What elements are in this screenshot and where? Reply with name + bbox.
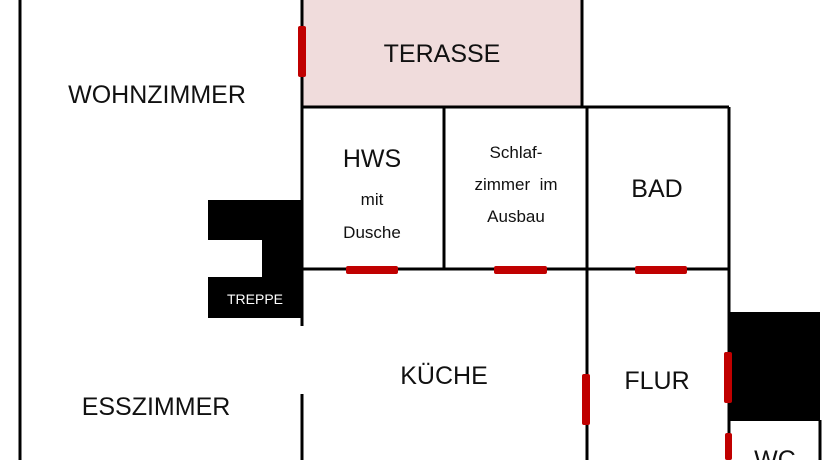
label-hws: HWS bbox=[343, 145, 401, 173]
label-flur: FLUR bbox=[624, 367, 689, 395]
door-schlafzimmer bbox=[494, 266, 547, 274]
label-schlaf-3: Ausbau bbox=[487, 207, 545, 226]
label-schlaf-2: zimmer im bbox=[474, 175, 557, 194]
door-flur-shaft bbox=[724, 352, 732, 403]
stairs bbox=[208, 200, 302, 318]
label-wohnzimmer: WOHNZIMMER bbox=[68, 81, 246, 109]
doors bbox=[298, 26, 732, 460]
label-treppe: TREPPE bbox=[227, 291, 283, 307]
label-schlaf-1: Schlaf- bbox=[490, 143, 543, 162]
label-kueche: KÜCHE bbox=[400, 362, 488, 390]
label-terasse: TERASSE bbox=[384, 40, 501, 68]
shaft-block bbox=[729, 312, 820, 421]
label-wc: WC bbox=[754, 446, 796, 460]
door-wc bbox=[725, 433, 732, 460]
label-hws-sub1: mit bbox=[361, 190, 384, 209]
label-hws-sub2: Dusche bbox=[343, 223, 401, 242]
label-esszimmer: ESSZIMMER bbox=[82, 393, 231, 421]
label-bad: BAD bbox=[631, 175, 682, 203]
door-bad bbox=[635, 266, 687, 274]
door-terrace bbox=[298, 26, 306, 77]
door-kueche-flur bbox=[582, 374, 590, 425]
door-hws bbox=[346, 266, 398, 274]
terrace-area bbox=[303, 0, 582, 107]
